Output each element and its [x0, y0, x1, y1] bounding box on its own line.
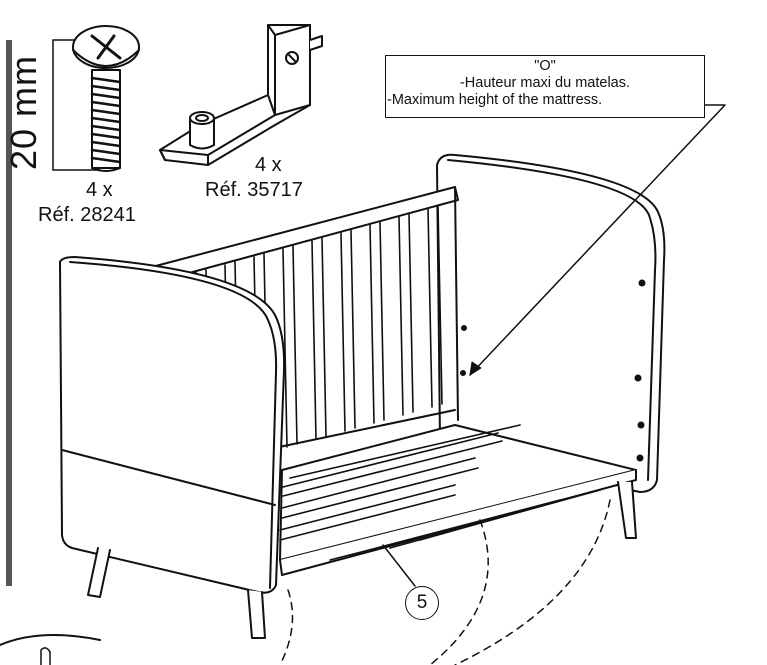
detail-circle [0, 634, 101, 665]
dimension-bar [6, 40, 12, 586]
screw-quantity: 4 x [86, 179, 113, 201]
swing-arcs [279, 499, 611, 665]
screw-icon [72, 25, 140, 172]
slatted-base [279, 424, 637, 576]
callout-leader [469, 104, 726, 376]
part-number-badge: 5 [405, 586, 439, 620]
left-leg [87, 547, 266, 639]
callout-marker: "O" [534, 58, 556, 74]
right-leg [617, 481, 637, 539]
callout-line-fr: -Hauteur maxi du matelas. [459, 75, 631, 91]
hand-icon [40, 647, 51, 665]
mattress-height-callout: "O" -Hauteur maxi du matelas. -Maximum h… [385, 55, 705, 118]
bracket-quantity: 4 x [255, 154, 282, 176]
left-foot-panel [59, 256, 286, 594]
bracket-reference: Réf. 35717 [205, 179, 303, 201]
bracket-icon [159, 24, 323, 166]
screw-reference: Réf. 28241 [38, 204, 136, 226]
callout-line-en: -Maximum height of the mattress. [387, 92, 603, 108]
screw-length-label: 20 mm [3, 54, 44, 170]
part-5-leader [382, 544, 416, 587]
